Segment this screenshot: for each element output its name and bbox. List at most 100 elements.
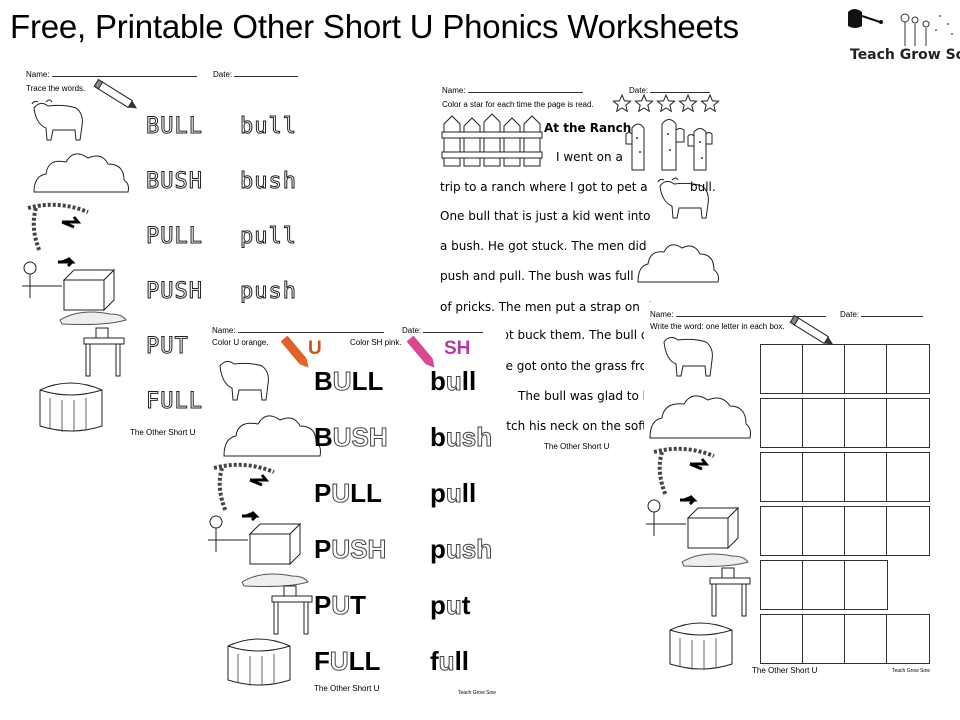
color-letters[interactable]: USH — [332, 422, 388, 453]
push-box-icon — [22, 256, 116, 312]
letter-box[interactable] — [760, 344, 804, 394]
color-word-lower: pull — [430, 478, 476, 509]
star-icon[interactable] — [700, 93, 720, 113]
orange-crayon-icon — [281, 336, 309, 368]
trace-word-lower: bush — [240, 169, 297, 195]
solid-letters: t — [461, 590, 471, 620]
star-icon[interactable] — [634, 93, 654, 113]
hand-icon — [59, 311, 127, 325]
letter-box[interactable] — [886, 506, 930, 556]
story-line-9: he got onto the grass fron — [498, 359, 655, 373]
name-label: Name: — [26, 70, 50, 79]
trace-word-lower: bull — [240, 114, 297, 140]
star-icon[interactable] — [612, 93, 632, 113]
color-letters[interactable]: u — [445, 478, 462, 509]
color-letters[interactable]: u — [438, 646, 455, 677]
solid-letters: ll — [454, 646, 470, 676]
letter-box[interactable] — [802, 398, 846, 448]
letter-box[interactable] — [760, 398, 804, 448]
color-word-upper: PUT — [314, 590, 366, 621]
push-box-icon — [208, 510, 302, 566]
letter-box[interactable] — [802, 452, 846, 502]
mini-logo-text: Teach Grow Sow — [458, 690, 496, 696]
logo-text: Teach Grow Sow — [850, 47, 960, 63]
letter-box[interactable] — [886, 344, 930, 394]
trace-word-upper: PUT — [146, 334, 189, 360]
color-letters[interactable]: U — [332, 366, 352, 397]
letter-box[interactable] — [844, 506, 888, 556]
pink-crayon-icon — [407, 336, 435, 368]
letter-box[interactable] — [886, 452, 930, 502]
name-label: Name: — [212, 326, 236, 335]
solid-letters: p — [430, 478, 446, 508]
solid-letters: p — [430, 590, 446, 620]
letter-box[interactable] — [760, 614, 804, 664]
color-letters[interactable]: ush — [445, 534, 493, 565]
color-word-lower: push — [430, 534, 493, 565]
story-line-10: The bull was glad to be — [518, 389, 658, 403]
trace-word-upper: BUSH — [146, 169, 203, 195]
letter-box[interactable] — [886, 614, 930, 664]
watering-can-icon — [848, 9, 953, 46]
color-letters[interactable]: U — [329, 646, 349, 677]
sheet-footer: The Other Short U — [130, 428, 196, 437]
story-line-6: push and pull. The bush was full — [440, 269, 634, 283]
solid-letters: ll — [461, 478, 477, 508]
letter-box[interactable] — [844, 452, 888, 502]
solid-letters: LL — [348, 646, 381, 676]
color-letters[interactable]: U — [331, 478, 351, 509]
star-rating-row — [612, 93, 720, 113]
solid-letters: LL — [350, 478, 382, 508]
table-icon — [83, 327, 125, 377]
color-word-upper: PUSH — [314, 534, 387, 565]
bush-icon — [33, 153, 129, 193]
color-letters[interactable]: USH — [331, 534, 387, 565]
letter-box[interactable] — [844, 614, 888, 664]
color-word-lower: full — [430, 646, 469, 677]
instruction-color-u: Color U orange. — [212, 338, 269, 347]
color-word-lower: put — [430, 590, 470, 621]
mini-logo-text: Teach Grow Sow — [892, 668, 930, 674]
letter-box[interactable] — [802, 560, 846, 610]
name-label: Name: — [650, 310, 674, 319]
story-line-2: trip to a ranch where I got to pet a — [440, 180, 648, 194]
rope-icon — [27, 202, 89, 253]
color-letters[interactable]: U — [331, 590, 351, 621]
star-icon[interactable] — [656, 93, 676, 113]
crayon-label-u: U — [308, 338, 322, 359]
letter-box[interactable] — [844, 560, 888, 610]
color-word-upper: PULL — [314, 478, 382, 509]
bull-icon — [657, 177, 709, 219]
solid-letters: LL — [351, 366, 384, 396]
basket-icon — [669, 622, 733, 670]
color-letters[interactable]: u — [445, 590, 462, 621]
solid-letters: P — [314, 478, 332, 508]
color-letters[interactable]: u — [445, 366, 462, 397]
trace-word-upper: PUSH — [146, 279, 203, 305]
letter-box[interactable] — [760, 506, 804, 556]
color-letters[interactable]: ush — [445, 422, 493, 453]
letter-box[interactable] — [802, 614, 846, 664]
letter-box[interactable] — [886, 398, 930, 448]
letter-box[interactable] — [802, 506, 846, 556]
bull-icon — [219, 360, 269, 401]
teach-grow-sow-logo: Teach Grow Sow — [840, 4, 960, 68]
letter-box[interactable] — [844, 398, 888, 448]
story-line-7: of pricks. The men put a strap on th — [440, 300, 656, 314]
crayon-label-sh: SH — [444, 338, 471, 359]
letter-box[interactable] — [802, 344, 846, 394]
solid-letters: ll — [461, 366, 477, 396]
table-icon — [271, 585, 313, 635]
bush-icon — [637, 244, 719, 283]
cactus-icon — [625, 119, 713, 171]
story-title: At the Ranch — [544, 121, 632, 135]
star-icon[interactable] — [678, 93, 698, 113]
letter-box[interactable] — [760, 452, 804, 502]
trace-word-upper: FULL — [146, 389, 203, 415]
letter-box[interactable] — [760, 560, 804, 610]
color-word-upper: FULL — [314, 646, 380, 677]
solid-letters: T — [350, 590, 367, 620]
story-line-11: ratch his neck on the soft — [494, 419, 647, 433]
bull-icon — [31, 99, 83, 141]
letter-box[interactable] — [844, 344, 888, 394]
